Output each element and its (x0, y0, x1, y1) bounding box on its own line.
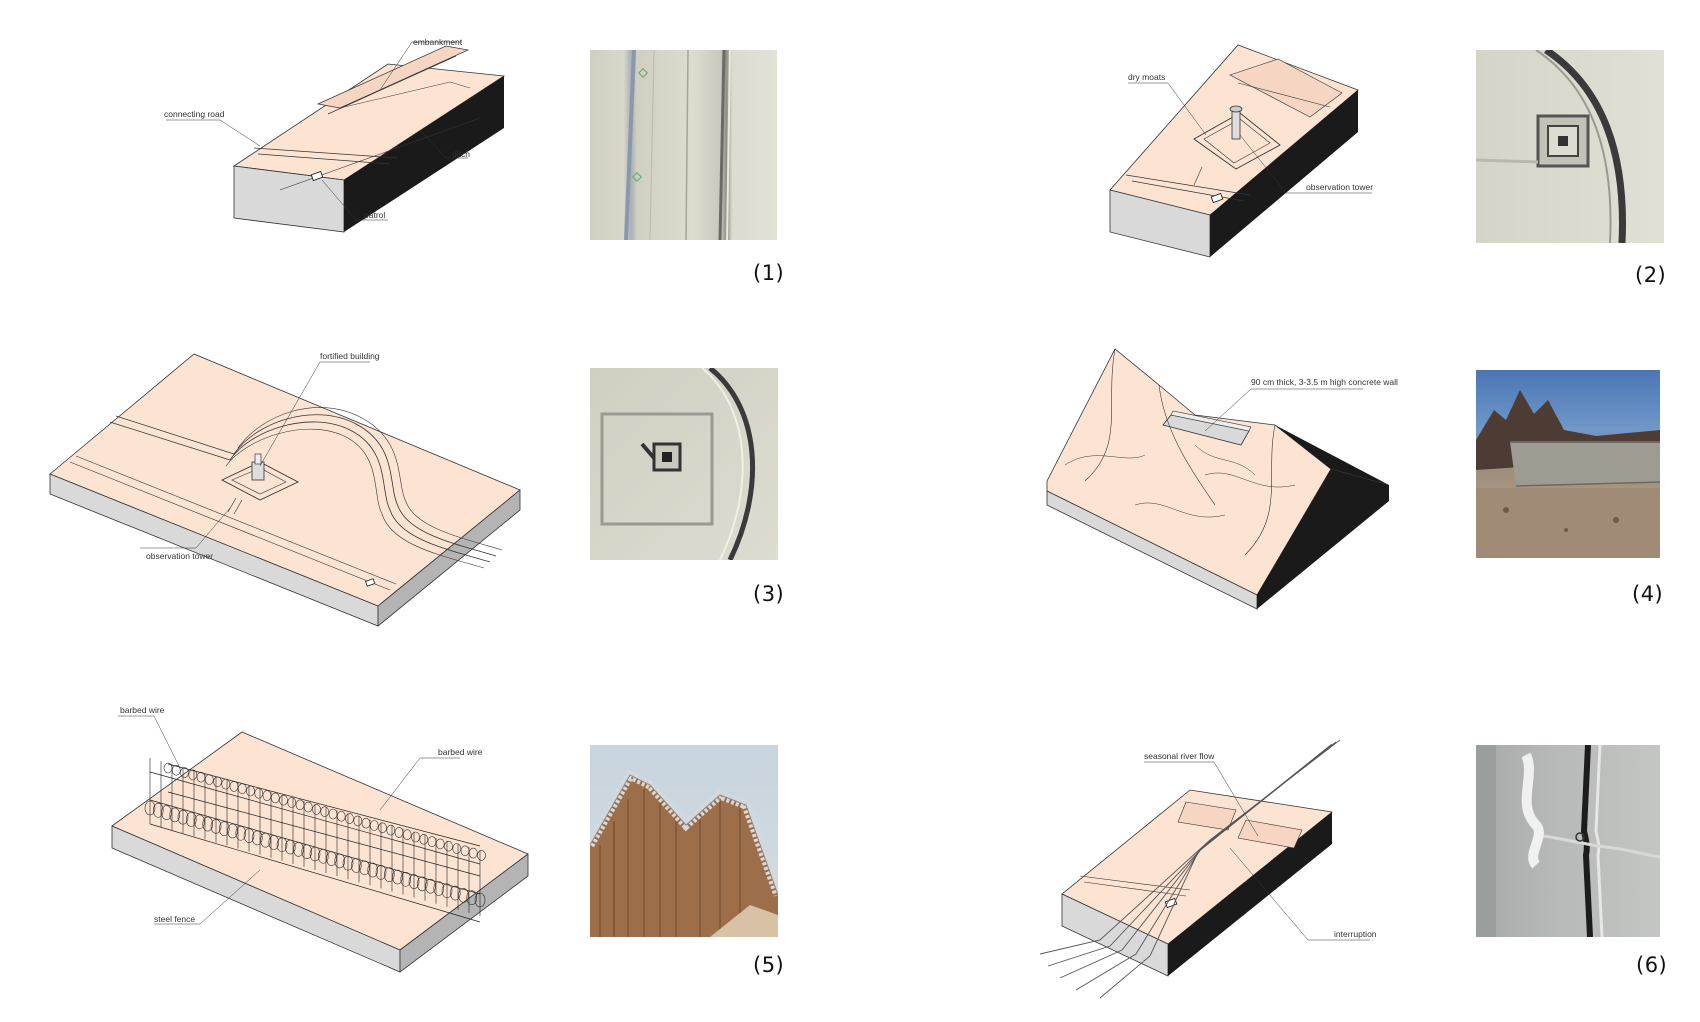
label-ditch: ditch (452, 149, 470, 159)
diagram-2-dry-moats: dry moats observation tower (1109, 44, 1373, 258)
photo-5-fence-wire (590, 745, 778, 937)
diagram-1-embankment: embankment connecting road ditch patrol (164, 37, 506, 233)
photo-3-satellite (590, 368, 778, 560)
panel-number-3: (3) (753, 582, 785, 606)
photo-6-satellite-river (1476, 745, 1660, 937)
diagram-5-steel-fence: barbed wire barbed wire steel fence (111, 705, 529, 973)
label-patrol: patrol (364, 210, 385, 220)
diagram-3-fortified-building: fortified building observation tower (49, 351, 521, 627)
panel-number-6: (6) (1636, 953, 1668, 977)
label-dry-moats: dry moats (1128, 72, 1165, 82)
label-embankment: embankment (413, 37, 463, 47)
label-steel-fence: steel fence (154, 914, 195, 924)
panel-number-2: (2) (1635, 263, 1667, 287)
label-observation-tower-3: observation tower (146, 551, 213, 561)
label-concrete-wall: 90 cm thick, 3-3.5 m high concrete wall (1251, 377, 1398, 387)
panel-number-5: (5) (753, 953, 785, 977)
label-fortified-building: fortified building (320, 351, 380, 361)
label-seasonal-river-flow: seasonal river flow (1144, 751, 1215, 761)
panel-number-4: (4) (1632, 582, 1664, 606)
diagram-6-seasonal-river: seasonal river flow interruption (1039, 739, 1377, 999)
label-interruption: interruption (1334, 929, 1377, 939)
panel-number-1: (1) (753, 261, 785, 285)
label-connecting-road: connecting road (164, 109, 225, 119)
photo-1-satellite (590, 50, 777, 240)
label-barbed-wire-right: barbed wire (438, 747, 483, 757)
label-observation-tower-2: observation tower (1306, 182, 1373, 192)
label-barbed-wire-left: barbed wire (120, 705, 165, 715)
photo-4-wall-landscape (1476, 370, 1660, 558)
diagram-4-concrete-wall: 90 cm thick, 3-3.5 m high concrete wall (1046, 348, 1398, 610)
photo-2-satellite (1476, 50, 1664, 243)
